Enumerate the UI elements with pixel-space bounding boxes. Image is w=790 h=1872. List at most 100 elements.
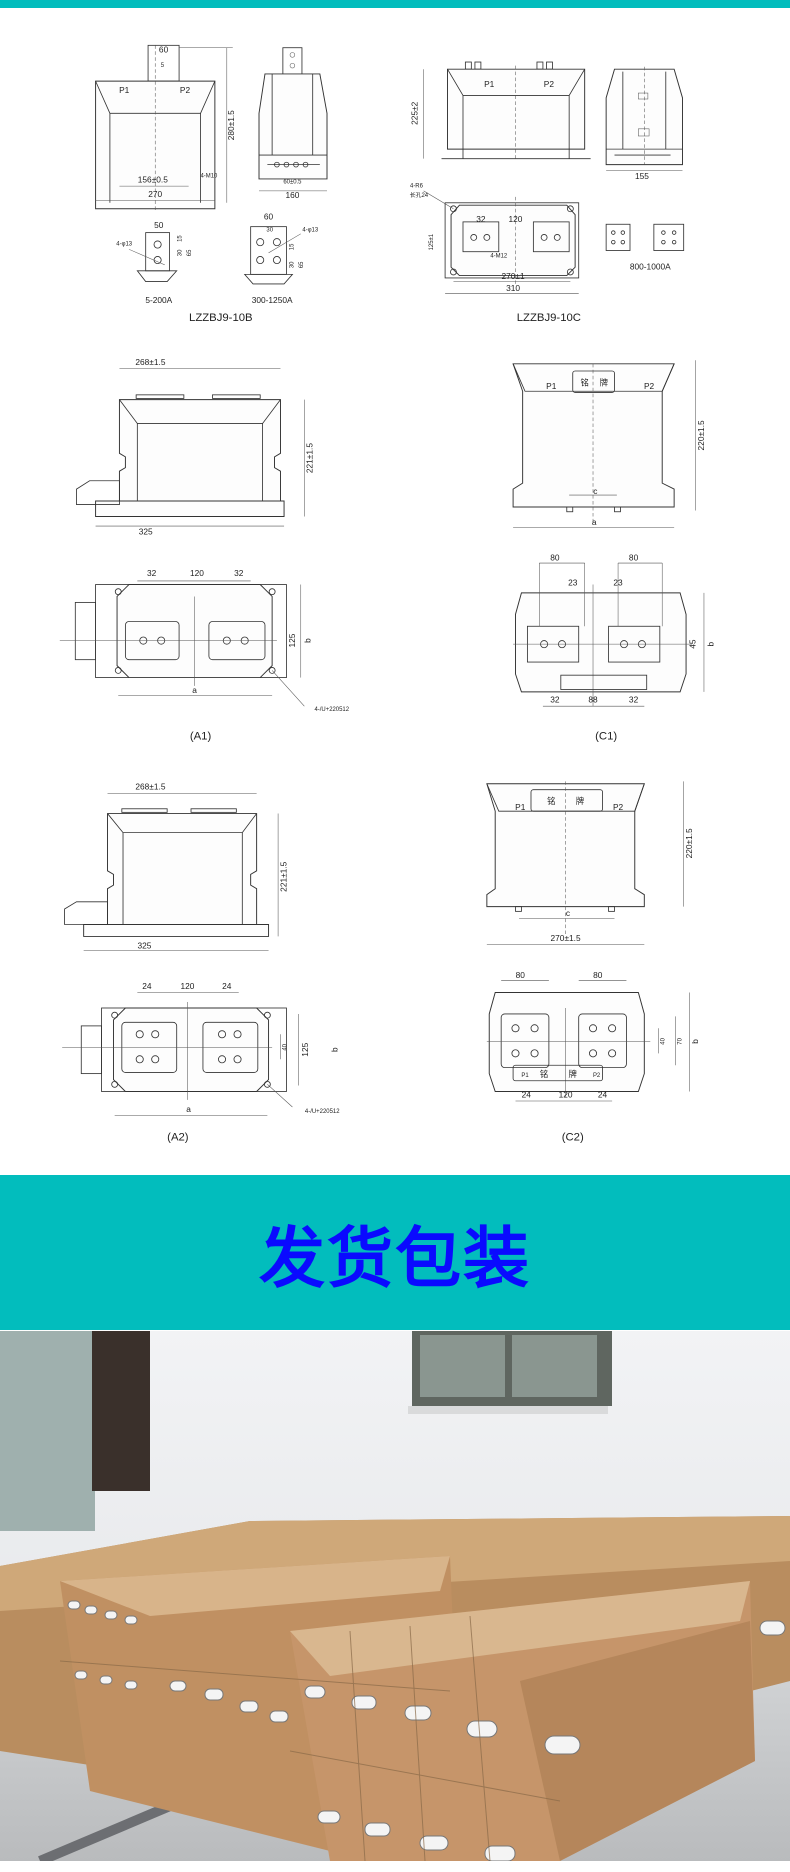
dimension-label: 310 <box>506 283 520 293</box>
shipping-packaging-photo <box>0 1331 790 1861</box>
dimension-label: 长孔24 <box>410 191 429 199</box>
dimension-label: P1 <box>546 381 557 391</box>
dimension-label: P2 <box>613 802 624 812</box>
dimension-label: 88 <box>588 695 598 705</box>
caption-a1: (A1) <box>190 731 212 743</box>
dimension-label: 5-200A <box>145 295 172 305</box>
dimension-label: 65 <box>187 249 193 256</box>
dimension-label: 4-/U+220512 <box>305 1109 340 1115</box>
dimension-label: c <box>593 486 597 496</box>
dimension-label: 160 <box>285 190 299 200</box>
drawing-lzzbj10b-side: 60±0.5 160 <box>258 47 328 200</box>
dimension-label: 221±1.5 <box>305 443 315 473</box>
dimension-label: 4-R6 <box>410 183 424 189</box>
dimension-label: 65 <box>299 261 305 268</box>
dimension-label: 270±1.5 <box>551 933 581 943</box>
dimension-label: 24 <box>522 1089 532 1099</box>
dimension-label: 225±2 <box>410 101 420 125</box>
dimension-label: 4-M10 <box>200 174 218 180</box>
dimension-label: 80 <box>629 553 639 563</box>
drawing-800-1000a: 800-1000A <box>605 223 685 272</box>
dimension-label: 5 <box>161 63 165 69</box>
caption-a2: (A2) <box>167 1131 189 1143</box>
dimension-label: 24 <box>222 981 232 991</box>
dimension-label: 30 <box>266 227 273 233</box>
bottom-strip <box>0 1861 790 1872</box>
dimension-label: 60 <box>264 211 274 221</box>
dimension-label: 4-φ13 <box>116 242 132 248</box>
dimension-label: 4-/U+220512 <box>314 707 349 713</box>
caption-c1: (C1) <box>595 731 617 743</box>
dimension-label: 70 <box>677 1037 683 1044</box>
dimension-label: 牌 <box>576 796 584 806</box>
dimension-label: 120 <box>190 568 204 578</box>
dimension-label: 牌 <box>600 377 608 387</box>
dimension-label: 156±0.5 <box>138 175 168 185</box>
dimension-label: P2 <box>544 79 555 89</box>
dimension-label: 120 <box>180 981 194 991</box>
dimension-label: 铭 <box>547 796 555 806</box>
dimension-label: 24 <box>598 1089 608 1099</box>
dimension-label: b <box>330 1047 340 1052</box>
dimension-label: 50 <box>154 220 164 230</box>
dimension-label: 80 <box>550 553 560 563</box>
dimension-label: 40 <box>282 1043 288 1050</box>
dimension-label: 23 <box>613 578 623 588</box>
dimension-label: 32 <box>629 695 639 705</box>
dimension-label: P2 <box>593 1073 601 1079</box>
dimension-label: 4-φ13 <box>302 227 318 233</box>
dimension-label: 60±0.5 <box>283 180 302 186</box>
dimension-label: 80 <box>516 970 526 980</box>
caption-c2: (C2) <box>562 1131 584 1143</box>
dimension-label: 325 <box>138 940 152 950</box>
dimension-label: 铭 <box>580 377 588 387</box>
dimension-label: 30 <box>177 249 183 256</box>
dimension-label: c <box>566 908 570 918</box>
drawing-5-200a: 50 4-φ13 30 15 65 5-200A <box>116 220 193 305</box>
dimension-label: 270±1 <box>502 271 526 281</box>
dimension-label: 牌 <box>569 1069 577 1079</box>
dimension-label: 45 <box>688 639 698 649</box>
dimension-label: 270 <box>148 189 162 199</box>
dimension-label: 23 <box>568 578 578 588</box>
drawing-300-1250a: 60 30 4-φ13 30 15 65 300-1250A <box>243 211 319 305</box>
section-banner: 发货包装 <box>0 1175 790 1330</box>
dimension-label: 300-1250A <box>252 295 293 305</box>
dimension-label: 80 <box>593 970 603 980</box>
dimension-label: 221±1.5 <box>278 861 288 891</box>
dimension-label: 15 <box>177 235 183 242</box>
dimension-label: 30 <box>290 261 296 268</box>
dimension-label: a <box>186 1104 191 1114</box>
top-accent-bar <box>0 0 790 8</box>
dimension-label: b <box>706 641 716 646</box>
dimension-label: 32 <box>234 568 244 578</box>
dimension-label: 125±1 <box>429 233 435 250</box>
dimension-label: 220±1.5 <box>696 420 706 450</box>
dimension-label: P2 <box>180 85 191 95</box>
dimension-label: P1 <box>484 79 495 89</box>
dimension-label: 120 <box>559 1089 573 1099</box>
dimension-label: P2 <box>644 381 655 391</box>
drawing-lzzbj10c-side: 155 <box>605 66 683 181</box>
banner-title: 发货包装 <box>259 1219 531 1297</box>
dimension-label: 40 <box>661 1037 667 1044</box>
dimension-label: P1 <box>521 1073 529 1079</box>
dimension-label: 325 <box>139 526 153 536</box>
dimension-label: 155 <box>635 171 649 181</box>
dimension-label: 125 <box>300 1042 310 1056</box>
dimension-label: 280±1.5 <box>226 110 236 140</box>
dimension-label: 15 <box>290 243 296 250</box>
dimension-label: 268±1.5 <box>135 782 165 792</box>
caption-lzzbj10c: LZZBJ9-10C <box>517 312 581 324</box>
dimension-label: 4-M12 <box>490 254 508 260</box>
dimension-label: b <box>302 638 312 643</box>
dimension-label: 268±1.5 <box>135 357 165 367</box>
